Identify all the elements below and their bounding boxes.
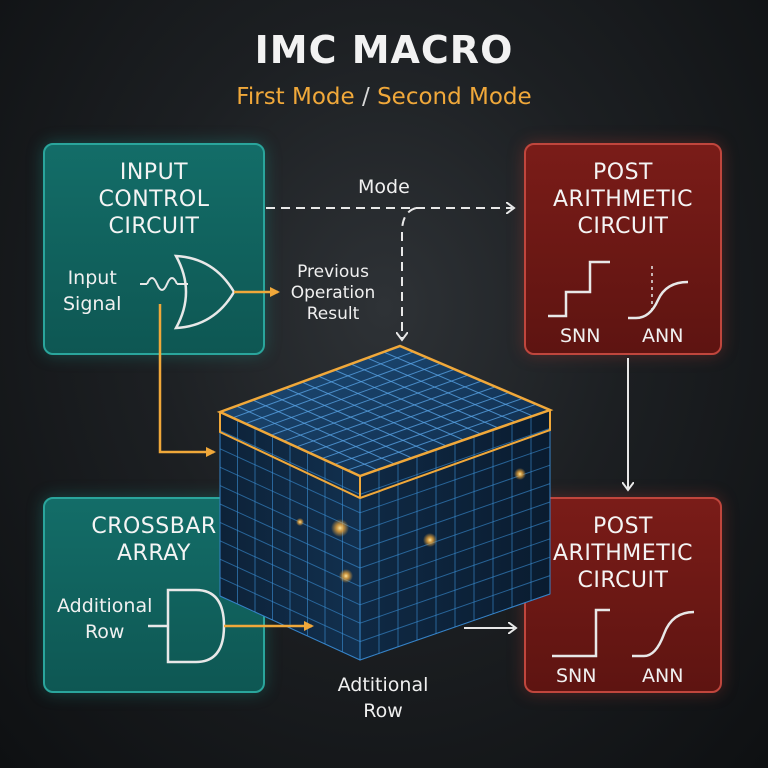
crossbar-grid-line <box>283 374 469 442</box>
input-signal-label-line2: Signal <box>63 293 122 315</box>
crossbar-title: CROSSBAR ARRAY <box>45 513 263 567</box>
sparkle-2 <box>339 569 353 583</box>
crossbar-grid-line <box>245 357 428 425</box>
crossbar-grid-line <box>268 393 413 459</box>
post-top-title-line2: ARITHMETIC <box>553 187 693 212</box>
crossbar-grid-line <box>219 521 361 587</box>
crossbar-grid-line <box>308 386 496 454</box>
subtitle-separator: / <box>354 84 378 110</box>
crossbar-title-line1: CROSSBAR <box>91 514 217 539</box>
additional-row-label-line2: Row <box>84 621 125 643</box>
crossbar-title-line2: ARRAY <box>116 541 191 566</box>
ann-sigmoid-icon-bottom <box>632 610 695 658</box>
post-bottom-title: POST ARITHMETIC CIRCUIT <box>526 513 720 594</box>
crossbar-grid-line <box>359 427 551 495</box>
input-control-title-line2: CONTROL <box>98 187 210 212</box>
crossbar-grid-line <box>219 595 361 661</box>
bottom-label-line2: Row <box>363 700 403 722</box>
post-bottom-snn-label: SNN <box>556 665 597 687</box>
crossbar-grid-line <box>232 351 414 419</box>
crossbar-grid-line <box>219 429 361 495</box>
crossbar-grid-line <box>359 538 551 606</box>
ann-sigmoid-icon-top <box>628 280 689 320</box>
input-signal-label-line1: Input <box>67 267 117 289</box>
crossbar-grid-line <box>359 575 551 643</box>
crossbar-grid-line <box>359 483 551 551</box>
post-top-title: POST ARITHMETIC CIRCUIT <box>526 159 720 240</box>
crossbar-grid-line <box>367 357 516 423</box>
post-top-ann-label: ANN <box>642 325 684 347</box>
post-arithmetic-circuit-bottom-box: POST ARITHMETIC CIRCUIT SNN ANN <box>524 497 722 693</box>
cube-top-face <box>220 346 550 476</box>
and-gate-icon <box>166 588 226 664</box>
post-bottom-title-line2: ARITHMETIC <box>553 541 693 566</box>
crossbar-grid-line <box>359 519 551 587</box>
previous-operation-result-label: Previous Operation Result <box>280 262 386 325</box>
crossbar-grid-line <box>219 448 361 514</box>
crossbar-cube <box>216 344 554 661</box>
input-control-circuit-box: INPUT CONTROL CIRCUIT Input Signal <box>43 143 265 355</box>
input-signal-wave <box>146 277 178 291</box>
crossbar-grid-line <box>317 375 464 441</box>
post-bottom-ann-label: ANN <box>642 665 684 687</box>
post-top-title-line3: CIRCUIT <box>577 214 669 239</box>
or-gate-icon <box>173 254 236 330</box>
input-control-title: INPUT CONTROL CIRCUIT <box>45 159 263 240</box>
additional-row-label: Additional Row <box>57 593 152 645</box>
crossbar-grid-line <box>258 362 442 430</box>
subtitle-second-mode: Second Mode <box>377 84 532 110</box>
previous-result-line3: Result <box>306 304 360 324</box>
crossbar-grid-line <box>359 593 551 661</box>
subtitle-first-mode: First Mode <box>236 84 355 110</box>
crossbar-grid-line <box>219 540 361 606</box>
crossbar-grid-line <box>296 380 482 448</box>
post-top-snn-label: SNN <box>560 325 601 347</box>
diagram-title: IMC MACRO <box>254 28 514 72</box>
crossbar-grid-line <box>347 403 537 471</box>
crossbar-grid-line <box>252 399 395 465</box>
crossbar-grid-line <box>383 351 533 417</box>
diagram-subtitle: First Mode / Second Mode <box>0 84 768 110</box>
crossbar-grid-line <box>321 392 510 460</box>
sparkle-4 <box>514 468 526 480</box>
input-control-title-line1: INPUT <box>119 160 189 185</box>
sparkle-1 <box>331 519 349 537</box>
post-arithmetic-circuit-top-box: POST ARITHMETIC CIRCUIT SNN ANN <box>524 143 722 355</box>
mode-label: Mode <box>358 176 410 198</box>
previous-result-line2: Operation <box>290 283 376 303</box>
crossbar-grid-line <box>350 363 499 429</box>
crossbar-grid-line <box>359 446 551 514</box>
input-control-title-line3: CIRCUIT <box>108 214 200 239</box>
input-signal-label: Input Signal <box>63 265 121 317</box>
bottom-label-line1: Adtitional <box>337 674 429 696</box>
crossbar-grid-line <box>285 387 430 453</box>
crossbar-grid-line <box>219 485 361 551</box>
crossbar-grid-line <box>334 397 523 465</box>
crossbar-grid-line <box>219 558 361 624</box>
bottom-additional-row-label: Adtitional Row <box>322 672 444 724</box>
crossbar-grid-line <box>219 577 361 643</box>
additional-row-label-line1: Additional <box>57 595 153 617</box>
post-top-title-line1: POST <box>593 160 653 185</box>
crossbar-grid-line <box>270 368 455 436</box>
mode-down-dashed-arrow <box>402 207 417 338</box>
crossbar-grid-line <box>236 405 378 471</box>
post-bottom-title-line3: CIRCUIT <box>577 568 669 593</box>
crossbar-grid-line <box>334 369 482 435</box>
snn-step-icon-bottom <box>552 608 610 658</box>
crossbar-grid-line <box>359 556 551 624</box>
input-to-cube-arrow <box>158 304 216 457</box>
crossbar-grid-line <box>301 381 447 447</box>
snn-step-icon-top <box>548 260 610 318</box>
crossbar-grid-line <box>219 503 361 569</box>
sparkle-3 <box>423 533 437 547</box>
crossbar-grid-line <box>359 501 551 569</box>
post-bottom-title-line1: POST <box>593 514 653 539</box>
previous-result-line1: Previous <box>297 262 369 282</box>
